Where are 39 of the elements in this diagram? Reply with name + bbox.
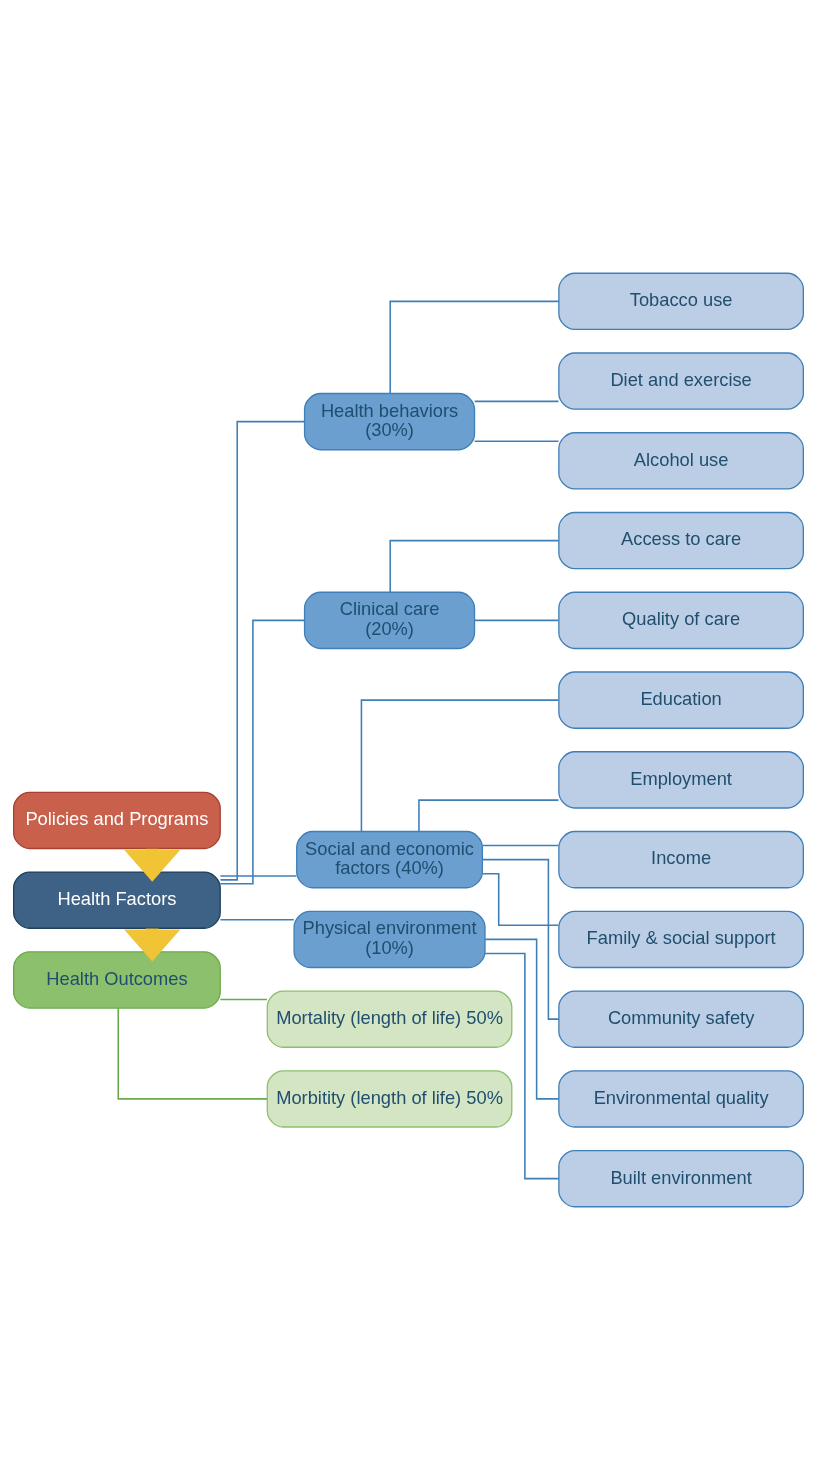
node-box: Quality of care (558, 591, 804, 649)
node-box: Environmental quality (558, 1069, 804, 1128)
connector (389, 539, 560, 593)
connector (219, 420, 306, 881)
connector (219, 998, 268, 1000)
connector (418, 798, 560, 832)
connector (117, 1006, 268, 1100)
node-box: Health Factors (13, 870, 221, 929)
connector (484, 952, 560, 1179)
connector (219, 619, 305, 885)
node-box: Tobacco use (558, 272, 804, 330)
node-box: Built environment (558, 1149, 804, 1207)
connector (473, 439, 560, 442)
node-box: Family & social support (558, 910, 804, 968)
node-box: Community safety (558, 989, 804, 1048)
connector (484, 938, 560, 1100)
node-box: Morbitity (length of life) 50% (266, 1069, 513, 1128)
node-box: Mortality (length of life) 50% (266, 989, 513, 1048)
node-box: Policies and Programs (13, 791, 221, 849)
node-box: Employment (558, 750, 804, 809)
connector (389, 300, 560, 394)
connector (219, 918, 295, 921)
node-box: Education (558, 670, 804, 729)
connector (473, 400, 560, 402)
node-box: Social and economic factors (40%) (296, 830, 484, 888)
connector (360, 698, 560, 832)
connector (481, 858, 560, 1020)
node-box: Clinical care (20%) (303, 591, 476, 649)
node-box: Access to care (558, 511, 804, 569)
node-box: Alcohol use (558, 431, 804, 490)
node-box: Income (558, 830, 804, 888)
node-box: Health Outcomes (13, 950, 221, 1009)
connector (481, 872, 560, 926)
node-box: Health behaviors (30%) (303, 392, 476, 450)
connector (481, 844, 560, 846)
connector (219, 874, 298, 877)
node-box: Diet and exercise (558, 351, 804, 410)
node-box: Physical environment (10%) (293, 910, 486, 968)
connector (473, 619, 560, 621)
